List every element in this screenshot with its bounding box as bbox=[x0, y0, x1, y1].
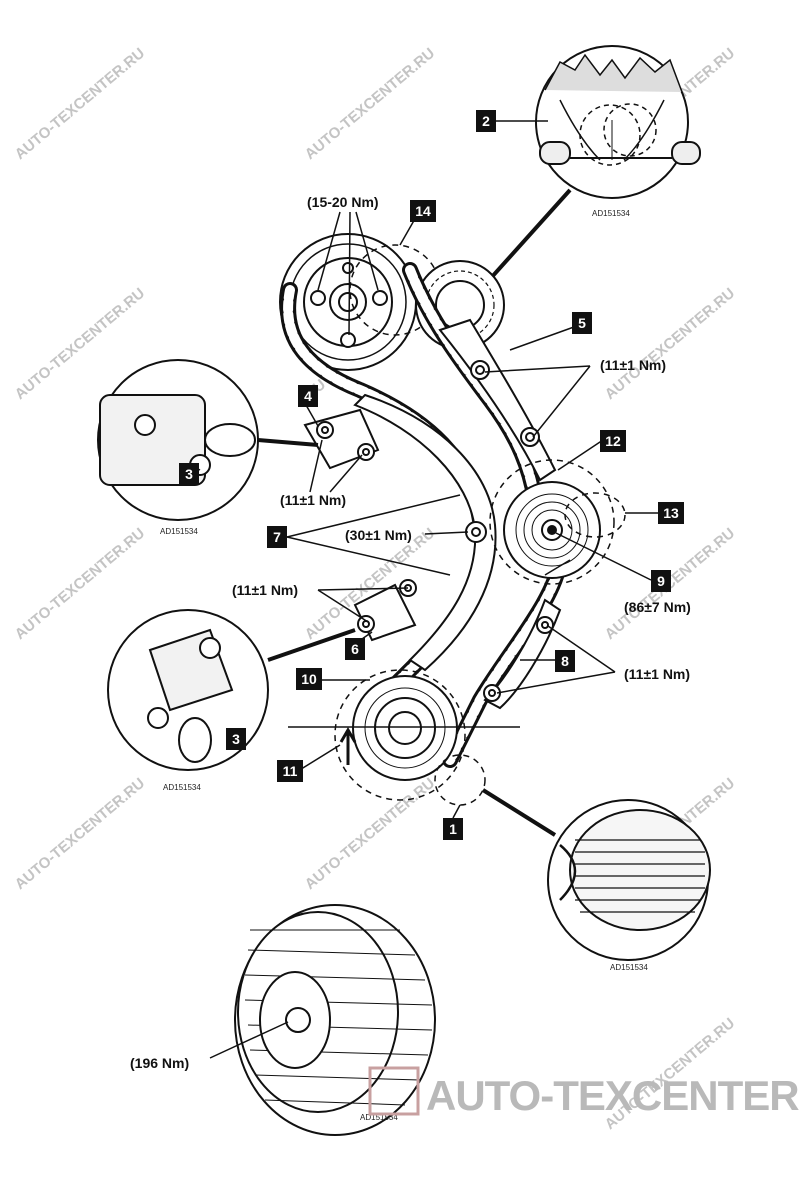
brand-logo-text: AUTO-TEXCENTER.RU bbox=[426, 1072, 800, 1119]
detail-view-lower-tensioner bbox=[107, 609, 269, 771]
svg-text:12: 12 bbox=[605, 433, 621, 449]
watermark: AUTO-TEXCENTER.RU bbox=[12, 775, 148, 893]
torque-injection-pump: (86±7 Nm) bbox=[624, 599, 691, 615]
detail-view-upper-tensioner bbox=[97, 359, 259, 521]
figure-ref: AD151534 bbox=[610, 963, 648, 972]
leader-line bbox=[267, 628, 356, 662]
callout-4: 4 bbox=[298, 385, 318, 407]
callout-labels: 2 3 4 5 6 7 8 9 10 11 12 13 14 3 1 bbox=[179, 110, 684, 840]
torque-leaders bbox=[309, 211, 616, 694]
callout-5: 5 bbox=[572, 312, 592, 334]
callout-6: 6 bbox=[345, 638, 365, 660]
callout-14: 14 bbox=[410, 200, 436, 222]
chain-guide-left bbox=[353, 393, 497, 672]
svg-text:1: 1 bbox=[449, 821, 457, 837]
callout-7: 7 bbox=[267, 526, 287, 548]
callout-12: 12 bbox=[600, 430, 626, 452]
callout-1: 1 bbox=[443, 818, 463, 840]
figure-ref: AD151534 bbox=[360, 1113, 398, 1122]
svg-text:2: 2 bbox=[482, 113, 490, 129]
torque-labels: (15-20 Nm) (11±1 Nm) (11±1 Nm) (30±1 Nm)… bbox=[130, 194, 691, 1071]
callout-11: 11 bbox=[277, 760, 303, 782]
detail-marker-circle bbox=[434, 754, 486, 806]
torque-lower-tensioner: (11±1 Nm) bbox=[232, 582, 298, 598]
callout-3-upper: 3 bbox=[179, 463, 199, 485]
svg-text:8: 8 bbox=[561, 653, 569, 669]
detail-view-gear-mesh bbox=[535, 45, 701, 199]
watermark: AUTO-TEXCENTER.RU bbox=[302, 45, 438, 163]
svg-text:10: 10 bbox=[301, 671, 317, 687]
svg-text:3: 3 bbox=[185, 466, 193, 482]
callout-9: 9 bbox=[651, 570, 671, 592]
figure-ref: AD151534 bbox=[160, 527, 198, 536]
camshaft-sprocket bbox=[279, 233, 417, 371]
detail-marker-circle bbox=[564, 492, 626, 538]
crankshaft-sprocket bbox=[352, 675, 458, 781]
figure-ref: AD151534 bbox=[592, 209, 630, 218]
svg-text:9: 9 bbox=[657, 573, 665, 589]
guide-bolts bbox=[465, 360, 554, 702]
svg-text:5: 5 bbox=[578, 315, 586, 331]
leader-line bbox=[257, 438, 319, 447]
torque-damper: (196 Nm) bbox=[130, 1055, 189, 1071]
torque-lower-guide: (11±1 Nm) bbox=[624, 666, 690, 682]
upper-tensioner bbox=[303, 408, 380, 470]
callout-3-lower: 3 bbox=[226, 728, 246, 750]
torque-camshaft: (15-20 Nm) bbox=[307, 194, 379, 210]
svg-text:6: 6 bbox=[351, 641, 359, 657]
timing-arrow bbox=[339, 727, 357, 765]
torque-right-guide: (11±1 Nm) bbox=[600, 357, 666, 373]
figure-ref: AD151534 bbox=[163, 783, 201, 792]
detail-marker-circle bbox=[334, 669, 466, 801]
torque-guide-pivot: (30±1 Nm) bbox=[345, 527, 412, 543]
torque-upper-tensioner: (11±1 Nm) bbox=[280, 492, 346, 508]
svg-text:14: 14 bbox=[415, 203, 431, 219]
svg-text:3: 3 bbox=[232, 731, 240, 747]
svg-text:7: 7 bbox=[273, 529, 281, 545]
svg-text:13: 13 bbox=[663, 505, 679, 521]
svg-text:4: 4 bbox=[304, 388, 312, 404]
watermark: AUTO-TEXCENTER.RU bbox=[12, 525, 148, 643]
svg-text:11: 11 bbox=[283, 763, 298, 779]
callout-8: 8 bbox=[555, 650, 575, 672]
detail-marker-circle bbox=[489, 459, 615, 585]
injection-pump-sprocket bbox=[503, 481, 601, 579]
crankshaft-damper-pulley bbox=[234, 904, 436, 1136]
brand-logo-icon bbox=[368, 1066, 420, 1116]
callout-10: 10 bbox=[296, 668, 322, 690]
leader-line bbox=[481, 788, 557, 837]
watermark: AUTO-TEXCENTER.RU bbox=[12, 45, 148, 163]
detail-view-damper-groove bbox=[547, 799, 711, 961]
watermark: AUTO-TEXCENTER.RU bbox=[602, 285, 738, 403]
callout-13: 13 bbox=[658, 502, 684, 524]
leader-line bbox=[209, 1021, 289, 1059]
callout-2: 2 bbox=[476, 110, 496, 132]
